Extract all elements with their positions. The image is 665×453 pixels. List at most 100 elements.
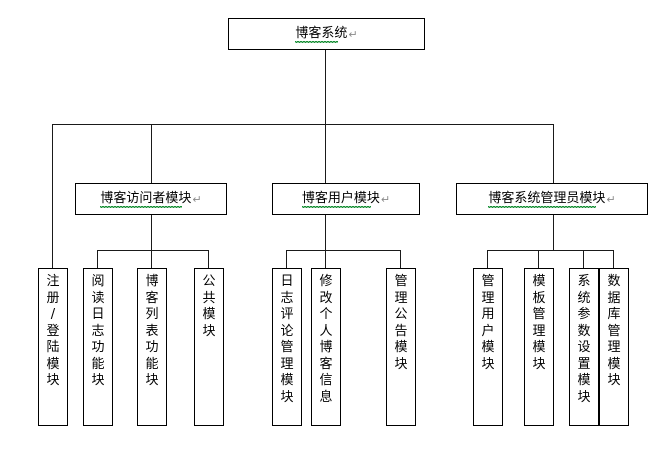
vertical-char: 能 [91,356,105,372]
node-leaf-comment-manage[interactable]: 日志评论管理模块 [272,268,302,426]
vertical-char: 理 [532,323,546,339]
vertical-char: 块 [46,373,60,388]
connector-visitor-to-read-log [97,250,98,268]
vertical-char: 模 [532,274,546,289]
connector-admin-to-sys-param [583,250,584,268]
vertical-char: 户 [481,323,495,339]
vertical-char: 块 [394,356,408,372]
node-leaf-edit-profile-label: 修改个人博客信息 [312,274,340,406]
vertical-char: 日 [280,274,294,289]
vertical-char: 数 [607,274,621,289]
vertical-char: 客 [145,290,159,306]
vertical-char: 息 [319,389,333,405]
vertical-char: 论 [280,323,294,339]
vertical-char: 管 [532,307,546,322]
vertical-char: 客 [319,356,333,372]
vertical-char: 登 [46,323,60,339]
node-user-label: 博客用户模块 [301,191,380,208]
vertical-char: 人 [319,323,333,339]
connector-user-to-comment-manage [286,250,287,268]
vertical-char: 册 [46,290,60,306]
node-leaf-notice-manage[interactable]: 管理公告模块 [386,268,416,426]
vertical-char: 统 [577,290,591,306]
vertical-char: 改 [319,290,333,306]
vertical-char: 陆 [46,340,60,355]
node-leaf-db-manage[interactable]: 数据库管理模块 [599,268,629,426]
vertical-char: 块 [280,389,294,405]
connector-admin-to-db-manage [613,250,614,268]
connector-user-to-edit-profile [325,250,326,268]
connector-root-stem [325,49,326,125]
connector-admin-stem [553,214,554,250]
connector-root-to-user [325,124,326,183]
node-admin-module[interactable]: 博客系统管理员模块↵ [456,183,648,215]
vertical-char: 公 [202,274,216,289]
vertical-char: 块 [91,373,105,388]
vertical-char: 块 [532,356,546,372]
connector-user-to-notice-manage [400,250,401,268]
pilcrow-mark: ↵ [380,192,391,206]
pilcrow-mark: ↵ [348,27,358,41]
vertical-char: 块 [607,373,621,388]
vertical-char: 告 [394,323,408,339]
connector-visitor-bus [97,250,209,251]
connector-visitor-stem [151,214,152,250]
node-leaf-public-module-label: 公共模块 [195,274,223,340]
vertical-char: 块 [481,356,495,372]
connector-admin-to-template-manage [538,250,539,268]
vertical-char: 表 [145,323,159,339]
connector-user-stem [325,214,326,250]
node-leaf-register-login[interactable]: 注册/登陆模块 [38,268,68,426]
node-leaf-comment-manage-label: 日志评论管理模块 [273,274,301,406]
vertical-char: 用 [481,307,495,322]
vertical-char: 块 [145,373,159,388]
node-user-module[interactable]: 博客用户模块↵ [272,183,420,215]
connector-root-to-admin [553,124,554,183]
vertical-char: 模 [46,356,60,372]
vertical-char: 功 [91,340,105,355]
vertical-char: 块 [577,389,591,405]
vertical-char: 管 [394,274,408,289]
vertical-char: 库 [607,307,621,322]
vertical-char: 个 [319,307,333,322]
vertical-char: 理 [607,340,621,355]
node-visitor-label: 博客访问者模块 [100,191,192,208]
node-leaf-edit-profile[interactable]: 修改个人博客信息 [311,268,341,426]
vertical-char: 系 [577,274,591,289]
vertical-char: 据 [607,290,621,306]
pilcrow-mark: ↵ [606,192,616,206]
connector-admin-bus [487,250,614,251]
node-root-blog-system[interactable]: 博客系统↵ [228,18,425,50]
vertical-char: 块 [202,323,216,339]
vertical-char: 博 [145,274,159,289]
node-leaf-user-manage[interactable]: 管理用户模块 [473,268,503,426]
node-admin-label: 博客系统管理员模块 [488,191,606,208]
connector-root-bus [52,124,554,125]
node-leaf-template-manage-label: 模板管理模块 [525,274,553,373]
connector-admin-to-user-manage [487,250,488,268]
vertical-char: 注 [46,274,60,289]
connector-visitor-to-blog-list [151,250,152,268]
vertical-char: 志 [280,290,294,306]
vertical-char: 数 [577,323,591,339]
connector-root-to-visitor [151,124,152,183]
node-visitor-module[interactable]: 博客访问者模块↵ [75,183,227,215]
node-leaf-read-log[interactable]: 阅读日志功能块 [83,268,113,426]
vertical-char: 列 [145,307,159,322]
vertical-char: 共 [202,290,216,306]
node-root-label: 博客系统 [295,26,348,43]
vertical-char: 模 [577,373,591,388]
vertical-char: 能 [145,356,159,372]
node-leaf-public-module[interactable]: 公共模块 [194,268,224,426]
node-leaf-user-manage-label: 管理用户模块 [474,274,502,373]
node-leaf-template-manage[interactable]: 模板管理模块 [524,268,554,426]
node-leaf-sys-param[interactable]: 系统参数设置模块 [569,268,599,426]
vertical-char: 志 [91,323,105,339]
vertical-char: 置 [577,356,591,372]
node-leaf-blog-list[interactable]: 博客列表功能块 [137,268,167,426]
vertical-char: 模 [202,307,216,322]
vertical-char: / [50,307,56,322]
vertical-char: 理 [394,290,408,306]
vertical-char: 理 [481,290,495,306]
